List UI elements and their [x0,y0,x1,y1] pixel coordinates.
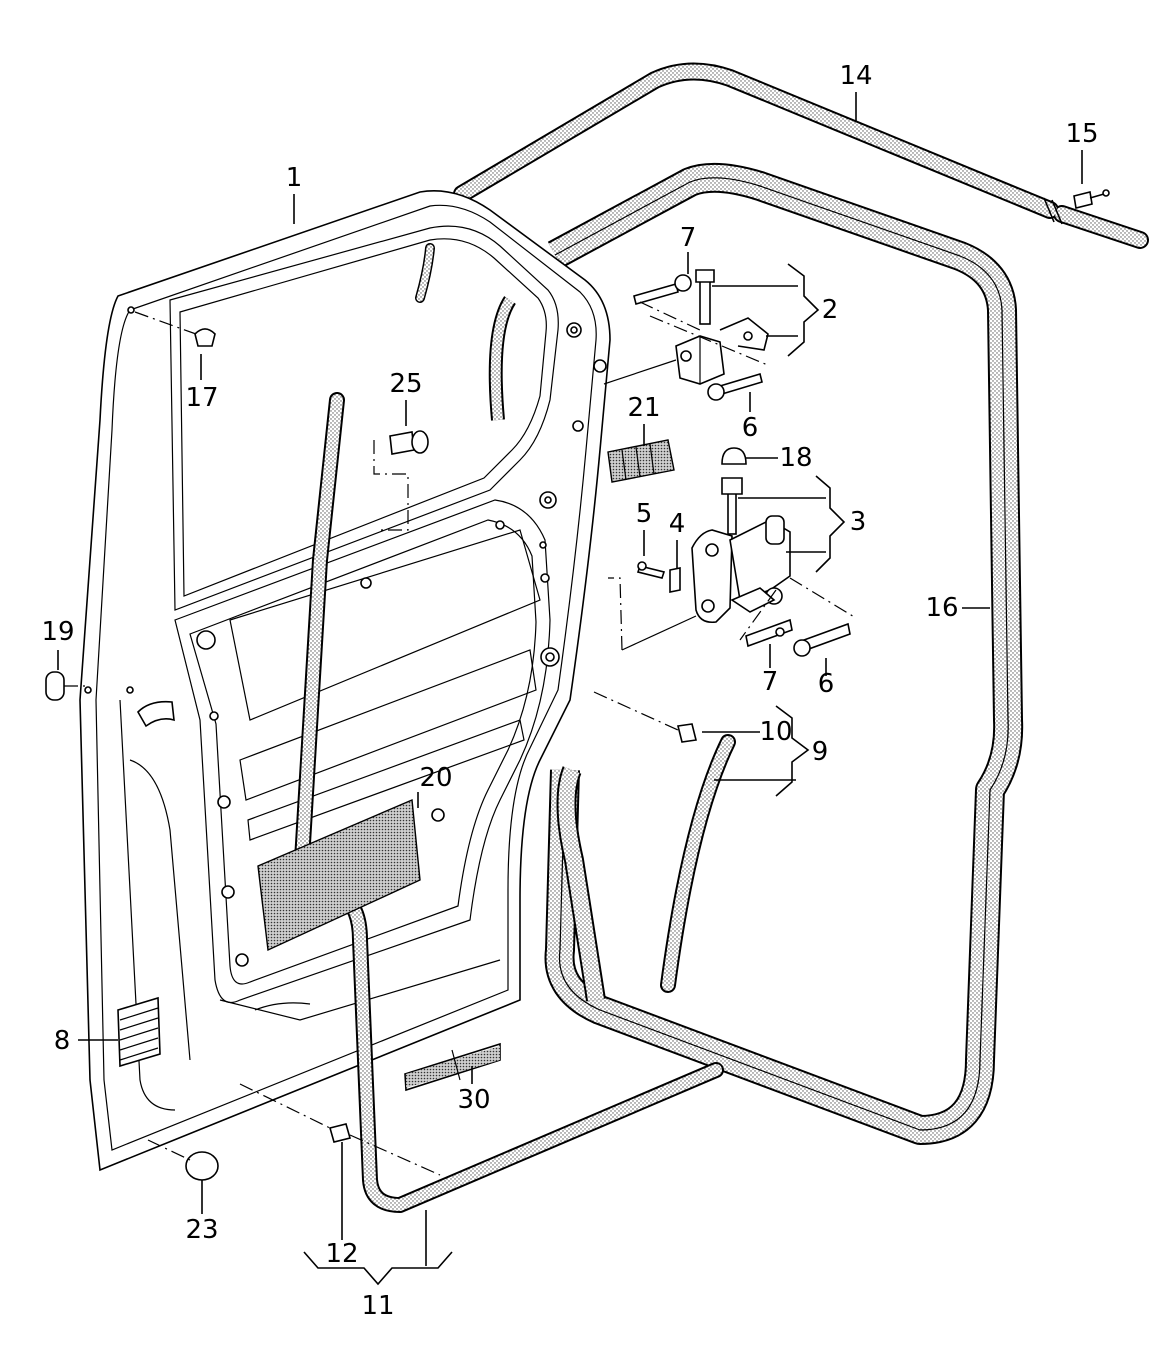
callout-6-upper: 6 [742,413,759,443]
door-shell-part-1 [79,190,611,1172]
plug-part-17 [134,311,216,347]
callout-6-lower: 6 [818,669,835,699]
buffer-part-21 [607,439,675,483]
callout-25: 25 [389,369,422,399]
insulation-pad-part-20 [257,798,421,952]
callout-4: 4 [669,509,686,539]
lower-hinge-part-3 [608,477,857,657]
callout-21: 21 [627,393,660,423]
grommet-part-25 [373,430,429,531]
callout-10: 10 [759,717,792,747]
callout-15: 15 [1065,119,1098,149]
cap-part-18 [721,447,747,465]
callout-19: 19 [41,617,74,647]
callout-20: 20 [419,763,452,793]
clip-part-10 [593,691,697,743]
plate-part-30 [404,1042,501,1092]
callout-7-upper: 7 [680,223,697,253]
callout-labels: 1 14 15 17 25 21 7 2 6 18 3 5 4 7 6 16 1… [41,61,1098,1321]
callout-3: 3 [850,507,867,537]
callout-30: 30 [457,1085,490,1115]
callout-9: 9 [812,737,829,767]
callout-5: 5 [636,499,653,529]
callout-18: 18 [779,443,812,473]
callout-7-lower: 7 [762,667,779,697]
callout-14: 14 [839,61,872,91]
roof-seal-part-14 [453,62,1149,249]
clip-part-12 [239,1083,441,1176]
seal-strip-part-9 [660,734,736,993]
leader-lines [57,92,1083,1286]
callout-17: 17 [185,383,218,413]
callout-16: 16 [925,593,958,623]
callout-11: 11 [361,1291,394,1321]
callout-2: 2 [822,295,839,325]
callout-8: 8 [54,1026,71,1056]
cap-part-19 [45,671,88,701]
clip-part-15 [1073,189,1110,209]
callout-23: 23 [185,1215,218,1245]
vent-grille-part-8 [117,996,161,1068]
callout-1: 1 [286,163,303,193]
door-seal-part-16 [544,162,1024,1145]
callout-12: 12 [325,1239,358,1269]
upper-hinge-part-2 [603,269,771,401]
